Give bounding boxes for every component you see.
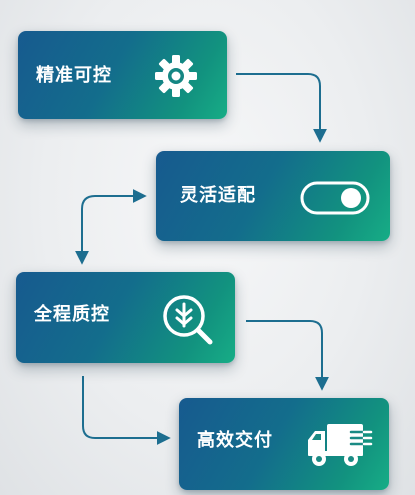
step-card-flexible-adaptation: 灵活适配: [156, 151, 390, 241]
connector-step2-to-step3: [75, 189, 147, 265]
step-label: 高效交付: [197, 430, 273, 451]
quality-inspection-magnifier-icon: [160, 292, 214, 350]
step-label: 灵活适配: [180, 185, 256, 206]
toggle-switch-icon: [300, 181, 370, 219]
step-card-efficient-delivery: 高效交付: [179, 398, 389, 490]
connector-step3-to-step4-left: [82, 376, 171, 445]
step-card-full-quality-control: 全程质控: [16, 272, 235, 363]
connector-step1-to-step2: [236, 73, 327, 143]
gear-icon: [151, 51, 201, 105]
step-label: 全程质控: [34, 304, 110, 325]
step-card-precise-control: 精准可控: [18, 31, 227, 119]
delivery-truck-icon: [305, 418, 373, 474]
step-label: 精准可控: [36, 65, 112, 86]
connector-step3-to-step4-right: [246, 320, 329, 391]
